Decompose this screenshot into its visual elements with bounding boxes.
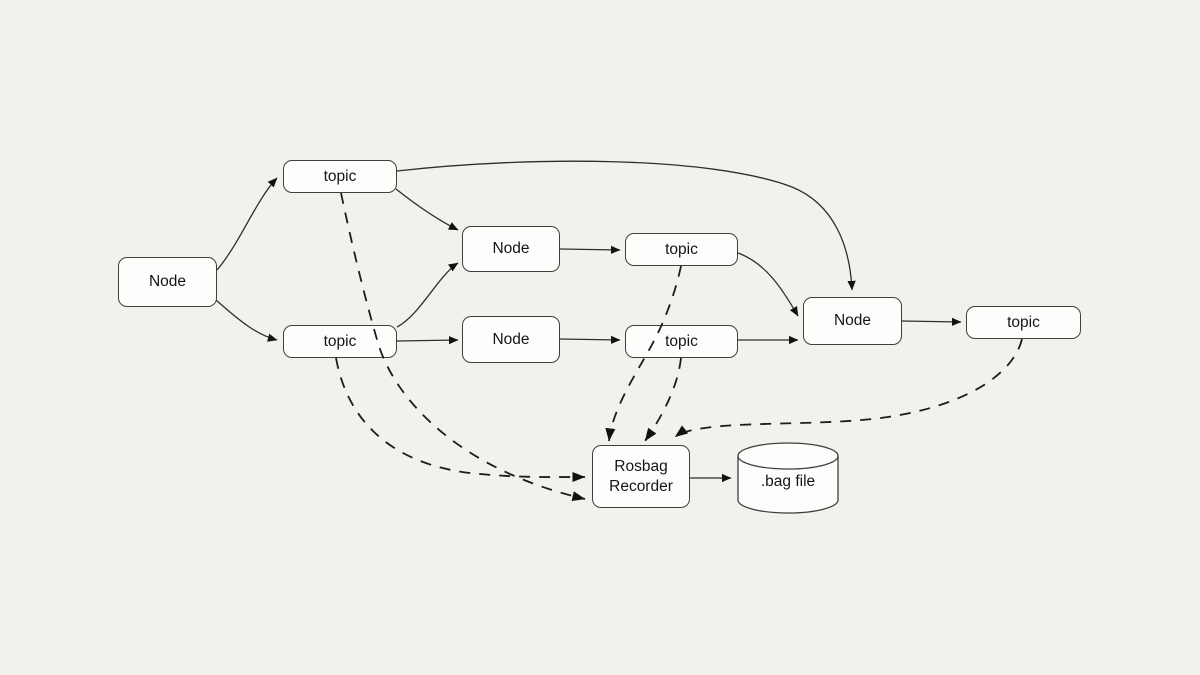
topic-mid-left: topic [283, 325, 397, 358]
node-upper: Node [462, 226, 560, 272]
node-left: Node [118, 257, 217, 307]
topic-upper-mid: topic [625, 233, 738, 266]
bag-file: .bag file [760, 473, 816, 490]
topic-right: topic [966, 306, 1081, 339]
node-right: Node [803, 297, 902, 345]
topic-top: topic [283, 160, 397, 193]
rosbag-recorder: Rosbag Recorder [592, 445, 690, 508]
topic-lower-mid: topic [625, 325, 738, 358]
node-lower: Node [462, 316, 560, 363]
